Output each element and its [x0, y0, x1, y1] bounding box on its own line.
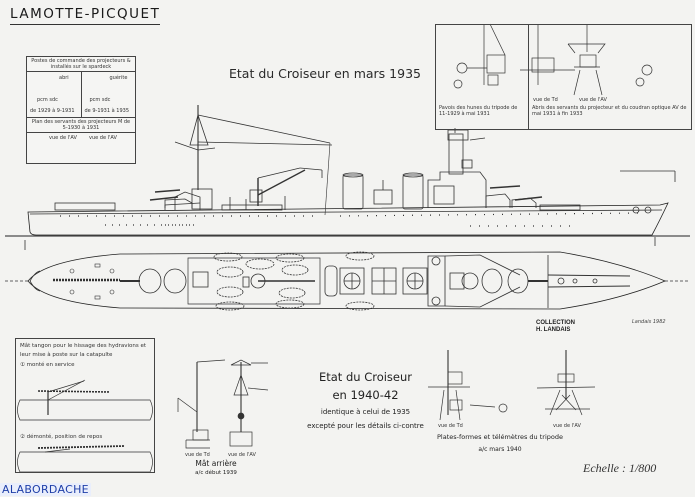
searchlight-view-right: vue de l'AV	[89, 135, 117, 141]
boats	[213, 251, 375, 311]
platform-sketches	[428, 350, 596, 421]
fwd-turret-plan-2	[481, 268, 503, 294]
aft-turret-plan-2	[138, 268, 162, 294]
profile-view	[5, 105, 690, 250]
guerite-sub-label: pcm sdc	[89, 97, 111, 103]
deck-line	[29, 209, 663, 215]
state-1935-heading: Etat du Croiseur en mars 1935	[229, 66, 421, 81]
tripod-view-right: vue de l'AV	[579, 97, 607, 103]
hull-plan	[27, 251, 667, 310]
scale-label: Echelle : 1/800	[583, 461, 657, 475]
inset-tripod-divider	[528, 25, 529, 129]
derrick-step-1: ① monté en service	[20, 362, 75, 368]
platform-view-right: vue de l'AV	[553, 423, 581, 429]
platforms-caption-date: a/c mars 1940	[478, 446, 522, 453]
crane-jib	[257, 169, 306, 196]
platforms-caption-title: Plates-formes et télémètres du tripode	[437, 433, 563, 441]
author-signature: Landais 1982	[632, 319, 666, 325]
tripod-sketches	[453, 23, 653, 96]
funnel-aft	[342, 174, 364, 210]
fwd-turret-plan-1	[507, 268, 529, 294]
mast-caption-date: a/c début 1939	[195, 470, 237, 476]
derrick-sketches	[17, 379, 153, 473]
mast-caption-title: Mât arrière	[195, 459, 237, 468]
collection-line2: H. LANDAIS	[536, 327, 571, 333]
aft-turret-plan-1	[163, 268, 187, 294]
funnel-plan-aft	[339, 267, 365, 295]
funnel-fwd	[402, 174, 424, 210]
portholes	[60, 212, 641, 227]
fire-control-top	[447, 129, 469, 141]
platforms-caption: Plates-formes et télémètres du tripode a…	[425, 433, 575, 453]
searchlight-view-left: vue de l'AV	[49, 135, 77, 141]
abri-dates: de 1929 à 9-1931	[30, 108, 75, 114]
inset-tripod: Pavois des hunes du tripode de 11-1929 à…	[435, 24, 692, 130]
derrick-header: Mât tangon pour le hissage des hydravion…	[20, 343, 147, 358]
platform-view-left: vue de Td	[438, 423, 463, 429]
mast-tripod	[189, 113, 209, 146]
state-1940-line3: identique à celui de 1935	[320, 408, 411, 416]
aft-mast-sketches	[177, 359, 269, 449]
collection-stamp: COLLECTION H. LANDAIS	[536, 320, 575, 334]
derrick-step-2: ② démonté, position de repos	[20, 434, 103, 440]
mast-view-right: vue de l'AV	[228, 452, 256, 458]
inset-searchlight-header: Postes de commande des projecteurs & ins…	[27, 57, 135, 72]
mast-view-left: vue de Td	[185, 452, 210, 458]
inset-searchlight-posts: Postes de commande des projecteurs & ins…	[26, 56, 136, 164]
tripod-left-caption: Pavois des hunes du tripode de 11-1929 à…	[439, 105, 518, 117]
funnel-plan-fwd	[402, 267, 428, 295]
antenna-lead	[324, 142, 331, 216]
fwd-turret-2	[485, 193, 511, 208]
site-watermark: ALABORDACHE	[0, 483, 91, 496]
antenna-wire-1	[197, 114, 331, 144]
hull-profile	[27, 202, 669, 236]
aft-deckhouse	[54, 202, 116, 211]
tripod-right-caption: Abris des servants du projecteur et du c…	[532, 105, 687, 117]
state-1940-line2: en 1940-42	[332, 388, 399, 402]
tripod-foremast	[448, 133, 464, 175]
abri-sub-label: pcm sdc	[37, 97, 58, 103]
collection-line1: COLLECTION	[536, 320, 575, 326]
aft-superstructure	[191, 188, 213, 210]
plan-view	[5, 251, 690, 311]
searchlight-abri-column: abri pcm sdc de 1929 à 9-1931	[27, 72, 82, 117]
aft-turret-2	[174, 191, 201, 210]
mast-caption: Mât arrière a/c début 1939	[181, 459, 251, 476]
guerite-label: guérite	[109, 75, 128, 81]
antenna-wire-2	[197, 141, 333, 146]
bridge-superstructure	[427, 171, 487, 208]
tripod-view-left: vue de Td	[533, 97, 558, 103]
catapult	[221, 204, 283, 211]
state-1940-block: Etat du Croiseur en 1940-42 identique à …	[283, 370, 448, 430]
guerite-dates: de 9-1931 à 1935	[84, 108, 130, 114]
state-1940-line4: excepté pour les détails ci-contre	[307, 422, 424, 430]
abri-label: abri	[59, 75, 69, 81]
midship-gear	[373, 189, 393, 205]
drawing-title: LAMOTTE-PICQUET	[10, 6, 161, 25]
searchlight-plan-caption: Plan des servants des projecteurs M de 5…	[27, 118, 135, 133]
searchlight-guerite-column: guérite pcm sdc de 9-1931 à 1935	[82, 72, 136, 117]
inset-derrick: Mât tangon pour le hissage des hydravion…	[15, 338, 155, 473]
state-1940-line1: Etat du Croiseur	[318, 370, 413, 384]
fwd-deck-fittings	[539, 204, 581, 211]
